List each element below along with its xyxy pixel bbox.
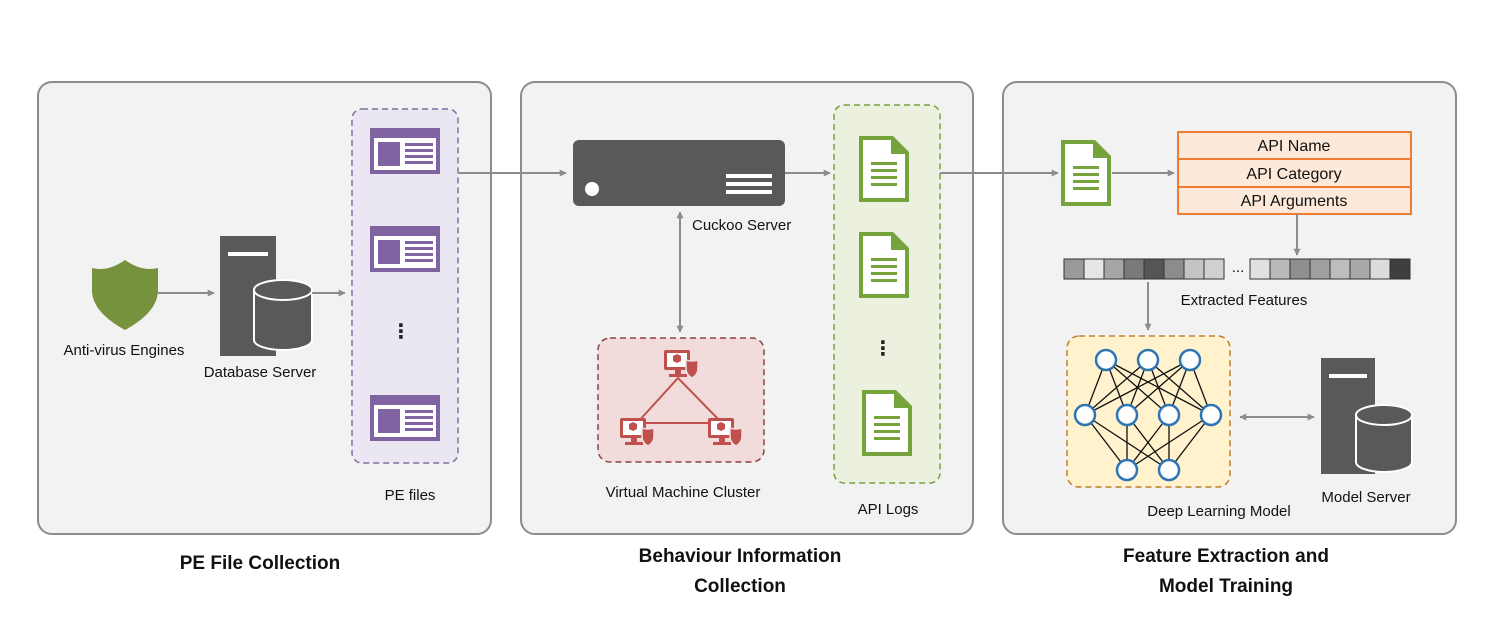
feature-cell xyxy=(1163,258,1185,280)
extracted-features-label: Extracted Features xyxy=(1181,292,1308,309)
pe-file-icon xyxy=(370,226,440,272)
feature-cell xyxy=(1309,258,1331,280)
pe-files-ellipsis: ⋮ xyxy=(391,321,411,343)
model-server-icon xyxy=(1321,358,1413,474)
feature-vector-left xyxy=(1063,258,1225,280)
nn-node xyxy=(1094,348,1118,372)
feature-cell xyxy=(1063,258,1085,280)
nn-node xyxy=(1073,403,1097,427)
caption-panel1-line1: PE File Collection xyxy=(180,553,340,574)
feature-cell xyxy=(1083,258,1105,280)
nn-node xyxy=(1178,348,1202,372)
vm-cluster-label: Virtual Machine Cluster xyxy=(606,484,761,501)
cuckoo-server-label: Cuckoo Server xyxy=(692,217,791,234)
shield-icon xyxy=(92,260,158,330)
caption-panel2-line2: Collection xyxy=(694,576,786,597)
feature-cell xyxy=(1123,258,1145,280)
nn-node xyxy=(1199,403,1223,427)
vm-cluster-links xyxy=(634,376,725,424)
feature-cell xyxy=(1369,258,1391,280)
nn-edge xyxy=(1126,414,1170,471)
neural-network-nodes xyxy=(1073,348,1223,482)
antivirus-label: Anti-virus Engines xyxy=(64,342,185,359)
pe-file-icon xyxy=(370,395,440,441)
feature-cell xyxy=(1203,258,1225,280)
feature-cell xyxy=(1349,258,1371,280)
nn-edge xyxy=(1126,359,1191,416)
feature-cell xyxy=(1329,258,1351,280)
caption-panel3-line1: Feature Extraction and xyxy=(1123,546,1329,567)
nn-node xyxy=(1157,403,1181,427)
nn-edge xyxy=(1126,414,1212,471)
cuckoo-server-icon xyxy=(573,140,785,206)
api-name-field: API Name xyxy=(1258,138,1331,155)
pe-file-icon xyxy=(370,128,440,174)
nn-node xyxy=(1115,458,1139,482)
caption-panel3-line2: Model Training xyxy=(1159,576,1293,597)
api-log-document-icon xyxy=(859,136,909,202)
api-log-document-icon xyxy=(862,390,912,456)
pe-files-label: PE files xyxy=(385,487,436,504)
pe-files-group xyxy=(351,108,459,464)
feature-vector-ellipsis: ... xyxy=(1232,259,1245,276)
caption-panel2-line1: Behaviour Information xyxy=(639,546,842,567)
nn-node xyxy=(1115,403,1139,427)
feature-cell xyxy=(1183,258,1205,280)
feature-cell xyxy=(1249,258,1271,280)
feature-cell xyxy=(1389,258,1411,280)
api-arguments-field: API Arguments xyxy=(1241,193,1348,210)
api-log-document-icon xyxy=(859,232,909,298)
feature-vector-right xyxy=(1249,258,1411,280)
nn-node xyxy=(1157,458,1181,482)
nn-edge xyxy=(1168,414,1212,471)
database-server-label: Database Server xyxy=(204,364,317,381)
nn-edge xyxy=(1084,414,1128,471)
feature-cell xyxy=(1289,258,1311,280)
nn-node xyxy=(1136,348,1160,372)
feature-cell xyxy=(1269,258,1291,280)
api-fields-table: API Name API Category API Arguments xyxy=(1177,131,1412,215)
nn-edge xyxy=(1084,359,1191,416)
feature-cell xyxy=(1103,258,1125,280)
nn-edge xyxy=(1084,359,1149,416)
api-log-document-icon xyxy=(1061,140,1111,206)
feature-cell xyxy=(1143,258,1165,280)
deep-learning-model-group xyxy=(1066,335,1231,488)
api-logs-label: API Logs xyxy=(858,501,919,518)
api-category-field: API Category xyxy=(1246,166,1341,183)
database-server-icon xyxy=(220,236,313,356)
api-logs-ellipsis: ⋮ xyxy=(873,338,893,360)
model-server-label: Model Server xyxy=(1321,489,1410,506)
deep-learning-model-label: Deep Learning Model xyxy=(1147,503,1290,520)
